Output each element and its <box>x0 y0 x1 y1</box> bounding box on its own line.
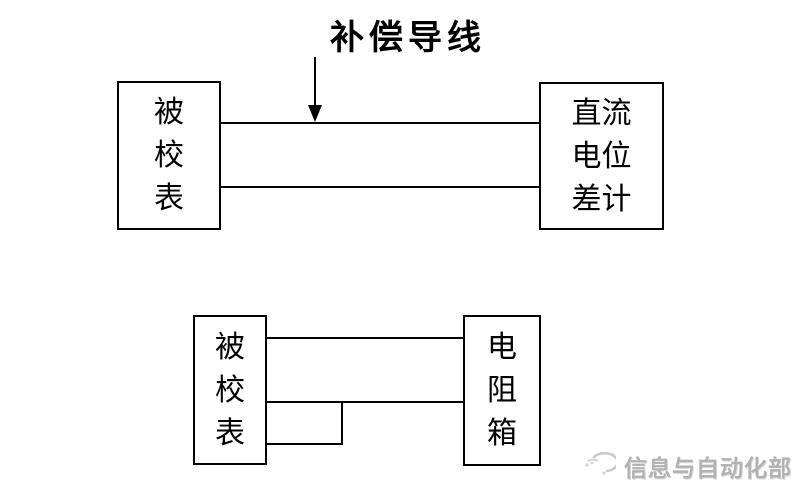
wire-top-lower <box>219 186 539 188</box>
box-meter-under-test-top: 被 校 表 <box>117 81 221 230</box>
down-arrow-shaft <box>314 57 316 107</box>
wire-bottom-middle <box>265 401 463 403</box>
swirl-logo-icon <box>585 452 616 475</box>
wire-bottom-vertical <box>341 401 343 445</box>
watermark-text: 信息与自动化部 <box>624 456 792 482</box>
box-resistance-box: 电 阻 箱 <box>463 315 541 466</box>
watermark: 信息与自动化部 <box>574 449 792 483</box>
wire-top-upper <box>219 122 539 124</box>
compensation-wire-title: 补偿导线 <box>330 18 486 58</box>
box-dc-potentiometer: 直流 电位 差计 <box>539 82 664 230</box>
box-meter-under-test-bottom: 被 校 表 <box>193 315 267 465</box>
wire-bottom-stub <box>265 443 343 445</box>
down-arrow-icon <box>308 105 322 122</box>
wire-bottom-upper <box>265 337 463 339</box>
